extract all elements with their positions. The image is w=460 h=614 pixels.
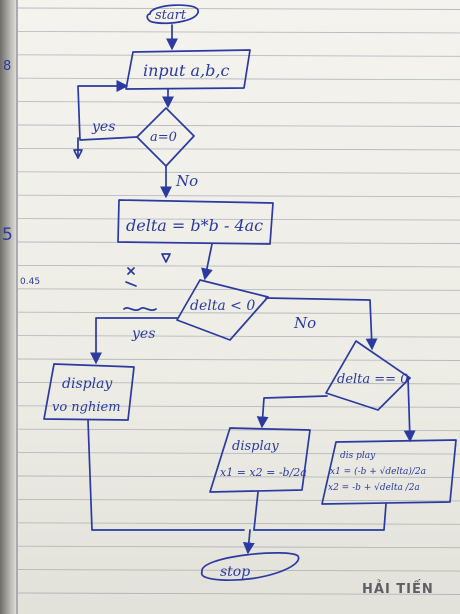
display-two-roots-shape: [321, 439, 457, 505]
ruled-line: [17, 147, 460, 151]
display-no-solution-shape: [43, 363, 135, 421]
margin-mark-2: 5: [2, 225, 13, 245]
display-two-roots-line3: x2 = -b + √delta /2a: [328, 482, 420, 493]
arrow-to-stop: [242, 529, 255, 555]
display-double-root-node: display x1 = x2 = -b/2a: [209, 427, 311, 493]
ruled-line: [17, 54, 460, 57]
scribble-mark: [125, 267, 137, 287]
no-a-label: No: [175, 172, 198, 190]
arrow-compute-decision-delta: [201, 243, 213, 281]
ruled-line: [17, 381, 460, 385]
display-double-root-line1: display: [232, 439, 279, 454]
yes-delta-label: yes: [131, 326, 155, 342]
ruled-line: [17, 264, 460, 268]
compute-rect: [117, 199, 274, 245]
ruled-line: [17, 101, 460, 104]
display-two-roots-node: dis play x1 = (-b + √delta)/2a x2 = -b +…: [321, 439, 457, 505]
ruled-line: [17, 545, 460, 549]
ruled-line: [17, 569, 460, 572]
watermark: HẢI TIẾN: [362, 580, 434, 597]
ruled-line: [17, 171, 460, 174]
notebook-binding: [0, 0, 18, 614]
ruled-line: [17, 522, 460, 525]
ruled-line: [17, 592, 460, 595]
start-ellipse: [146, 4, 199, 25]
ruled-line: [17, 311, 460, 315]
ruled-line: [17, 77, 460, 81]
line-two-roots-to-stop: [253, 503, 387, 531]
arrow-delta-neg-yes: [90, 317, 178, 365]
decision-a-label: a=0: [150, 130, 177, 145]
decision-delta-zero-node: delta == 0: [325, 340, 411, 411]
scribble-mark-2: [123, 307, 157, 311]
decision-delta-neg-label: delta < 0: [190, 298, 255, 314]
display-no-solution-node: display vo nghiem: [43, 363, 135, 421]
margin-mark-1: 8: [3, 59, 11, 74]
loop-back-arrow: [77, 80, 138, 141]
margin-mark-3: 0.45: [20, 277, 40, 287]
display-no-solution-line2: vo nghiem: [52, 400, 121, 415]
decision-delta-neg-diamond: [176, 279, 269, 341]
stop-label: stop: [220, 564, 250, 580]
stop-ellipse: [200, 552, 300, 581]
arrow-delta-zero-yes: [256, 395, 328, 429]
ruled-line: [17, 7, 460, 10]
stop-node: stop: [200, 552, 300, 581]
ruled-line: [17, 218, 460, 221]
start-label: start: [155, 8, 187, 23]
ruled-line: [17, 335, 460, 338]
line-no-solution-to-stop: [87, 419, 245, 531]
start-node: start: [146, 4, 199, 25]
decision-delta-zero-label: delta == 0: [337, 372, 408, 387]
ruled-line: [17, 358, 460, 361]
no-delta-label: No: [293, 314, 316, 332]
ruled-line: [17, 194, 460, 198]
line-double-root-to-stop: [253, 491, 259, 531]
compute-node: delta = b*b - 4ac: [117, 199, 274, 245]
loop-tail-mark: [73, 149, 83, 159]
display-two-roots-line1: dis play: [340, 451, 376, 461]
input-node: input a,b,c: [125, 49, 251, 90]
ruled-line: [17, 30, 460, 34]
input-parallelogram: [125, 49, 251, 90]
ruled-line: [17, 475, 460, 478]
display-double-root-line2: x1 = x2 = -b/2a: [220, 466, 307, 479]
display-no-solution-line1: display: [62, 376, 113, 392]
ruled-line: [17, 498, 460, 502]
decision-delta-zero-diamond: [325, 340, 411, 411]
display-double-root-shape: [209, 427, 311, 493]
display-two-roots-line2: x1 = (-b + √delta)/2a: [330, 466, 426, 477]
arrow-delta-zero-no: [403, 377, 416, 443]
yes-a-label: yes: [91, 119, 115, 135]
decision-a-node: a=0: [136, 107, 195, 167]
compute-label: delta = b*b - 4ac: [126, 216, 263, 235]
decision-delta-neg-node: delta < 0: [176, 279, 269, 341]
ruled-line: [17, 405, 460, 408]
arrow-delta-neg-no: [265, 297, 378, 351]
margin-line: [16, 0, 18, 614]
stray-mark-1: [161, 253, 171, 263]
ruled-line: [17, 452, 460, 455]
input-label: input a,b,c: [143, 61, 229, 80]
ruled-line: [17, 124, 460, 127]
ruled-line: [17, 428, 460, 432]
